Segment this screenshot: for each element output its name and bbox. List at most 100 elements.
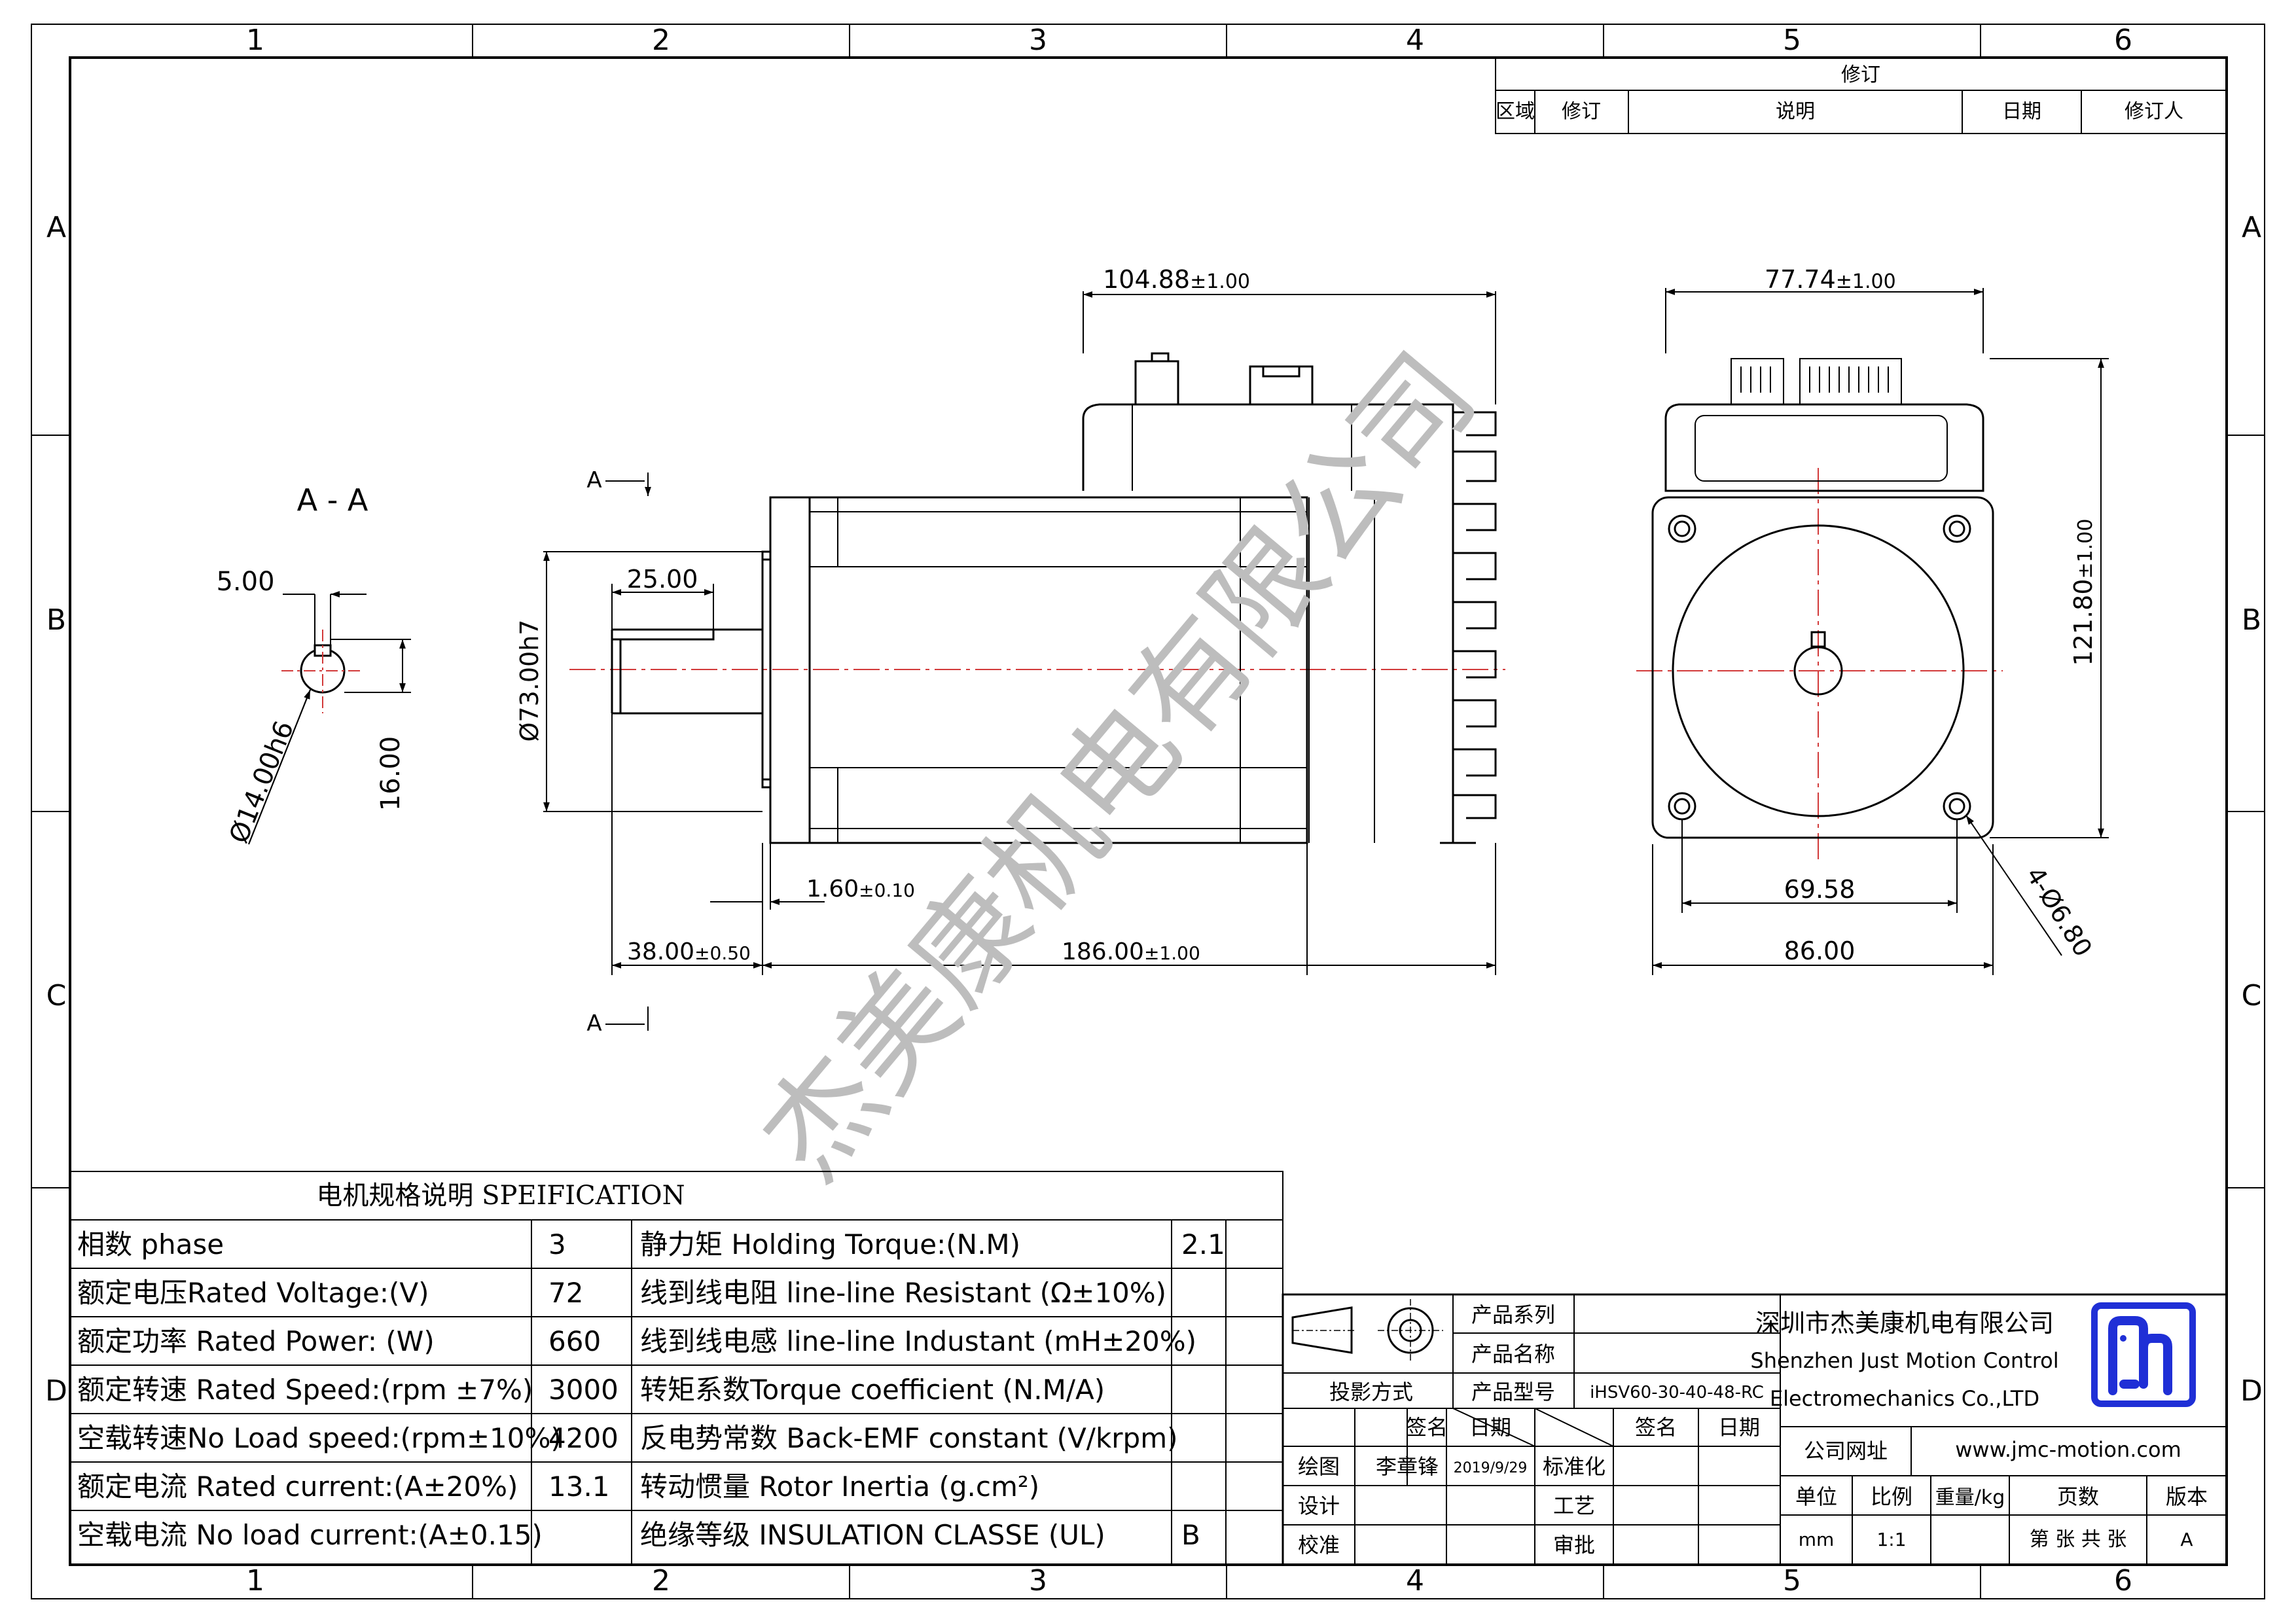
spec-title: 电机规格说明 SPEIFICATION — [316, 1181, 685, 1211]
zone-col-bottom-4: 4 — [1406, 1564, 1424, 1597]
date-label-2: 日期 — [1718, 1415, 1760, 1440]
key-flat — [611, 630, 715, 713]
spec-row-6-left-value: 13.1 — [548, 1471, 610, 1503]
product-model-label: 产品型号 — [1471, 1380, 1555, 1404]
spec-row-4-left-value: 3000 — [548, 1374, 619, 1406]
scale-label: 比例 — [1871, 1484, 1912, 1509]
dim-key-depth: 16.00 — [376, 736, 406, 812]
zone-col-top-3: 3 — [1029, 24, 1047, 57]
section-view-title: A - A — [297, 482, 368, 518]
front-bore-circle — [1672, 524, 1965, 817]
zone-col-bottom-6: 6 — [2114, 1564, 2132, 1597]
dim-width-top: 77.74±1.00 — [1765, 265, 1896, 294]
sign-label-2: 签名 — [1635, 1415, 1677, 1440]
revision-header-reviser: 修订人 — [2125, 100, 2183, 123]
dim-key-width: 5.00 — [216, 567, 274, 597]
zone-col-top-2: 2 — [652, 24, 670, 57]
zone-col-top-4: 4 — [1406, 24, 1424, 57]
website-label: 公司网址 — [1804, 1438, 1888, 1463]
spec-row-3-right-label: 线到线电感 line-line Industant (mH±20%) — [640, 1325, 1196, 1357]
check-label: 校准 — [1298, 1533, 1340, 1558]
product-name-label: 产品名称 — [1471, 1342, 1555, 1366]
zone-row-left-D: D — [45, 1374, 67, 1408]
scale-value: 1:1 — [1876, 1529, 1906, 1550]
sign-label: 签名 — [1406, 1415, 1448, 1440]
revision-header-date: 日期 — [2002, 100, 2041, 123]
heatsink-fins — [1440, 411, 1497, 844]
spec-row-1-right-value: 2.1 — [1181, 1228, 1225, 1260]
watermark: 杰美康机电有限公司 — [736, 329, 1501, 1204]
spec-row-5-right-label: 反电势常数 Back-EMF constant (V/krpm) — [640, 1422, 1178, 1454]
dim-shaft-dia: Ø14.00h6 — [224, 717, 300, 847]
revision-table: 修订 区域 修订 说明 日期 修订人 — [1495, 57, 2227, 134]
dim-key-length: 25.00 — [627, 565, 698, 594]
product-model: iHSV60-30-40-48-RC — [1590, 1383, 1764, 1402]
zone-row-left-A: A — [46, 211, 66, 244]
unit-label: 单位 — [1795, 1484, 1837, 1509]
spec-row-7-right-label: 绝缘等级 INSULATION CLASSE (UL) — [640, 1519, 1105, 1551]
side-view: A A — [515, 265, 1505, 1037]
spec-row-5-left-label: 空载转速No Load speed:(rpm±10%) — [77, 1422, 562, 1454]
company-name-en-2: Electromechanics Co.,LTD — [1770, 1386, 2039, 1411]
spec-row-7-right-value: B — [1181, 1519, 1200, 1551]
dim-body-length: 186.00±1.00 — [1062, 938, 1200, 965]
product-series-label: 产品系列 — [1471, 1302, 1555, 1327]
spec-row-1-left-label: 相数 phase — [77, 1228, 224, 1260]
front-flange-square — [1651, 496, 1994, 839]
zone-col-bottom-3: 3 — [1029, 1564, 1047, 1597]
spec-row-2-left-label: 额定电压Rated Voltage:(V) — [77, 1277, 429, 1309]
section-marker-top: A — [586, 467, 648, 496]
zone-row-right-C: C — [2242, 979, 2262, 1012]
pages-label: 页数 — [2057, 1484, 2099, 1509]
mounting-holes — [1668, 514, 1971, 821]
draw-date: 2019/9/29 — [1454, 1460, 1528, 1476]
zone-col-top-5: 5 — [1783, 24, 1801, 57]
dim-flange: 1.60±0.10 — [806, 876, 915, 902]
spec-row-3-left-value: 660 — [548, 1325, 601, 1357]
dim-shaft-length: 38.00±0.50 — [627, 938, 751, 965]
projection-label: 投影方式 — [1329, 1380, 1413, 1404]
zone-col-bottom-2: 2 — [652, 1564, 670, 1597]
title-block: 产品系列 产品名称 投影方式 产品型号 iHSV60-30-40-48-RC 签… — [1282, 1293, 2228, 1566]
process-label: 工艺 — [1553, 1493, 1595, 1518]
spec-row-1-right-label: 静力矩 Holding Torque:(N.M) — [640, 1228, 1020, 1260]
zone-col-bottom-1: 1 — [246, 1564, 264, 1597]
website[interactable]: www.jmc-motion.com — [1955, 1437, 2181, 1462]
company-name-en-1: Shenzhen Just Motion Control — [1750, 1348, 2058, 1373]
approve-label: 审批 — [1553, 1533, 1595, 1558]
zone-row-right-D: D — [2240, 1374, 2263, 1408]
dim-pilot-dia: Ø73.00h7 — [515, 620, 544, 742]
connector-2 — [1249, 365, 1314, 404]
pages-value: 第 张 共 张 — [2030, 1528, 2127, 1551]
dim-width: 86.00 — [1784, 936, 1856, 965]
zone-row-right-B: B — [2242, 603, 2261, 637]
section-marker-bottom-label: A — [586, 1010, 601, 1037]
front-view: 77.74±1.00 121.80±1.00 69.58 86.00 4-Ø6.… — [1636, 265, 2109, 975]
zone-col-top-1: 1 — [246, 24, 264, 57]
revision-header-area: 区域 — [1496, 100, 1535, 123]
revision-title: 修订 — [1841, 63, 1880, 86]
unit-value: mm — [1799, 1529, 1835, 1550]
spec-row-3-left-label: 额定功率 Rated Power: (W) — [77, 1325, 435, 1357]
section-centerlines — [281, 630, 364, 713]
front-view-centerlines — [1636, 468, 2003, 864]
spec-row-1-left-value: 3 — [548, 1228, 566, 1260]
draw-label: 绘图 — [1298, 1454, 1340, 1479]
section-view: A - A 5.00 16.00 Ø14.00h6 — [216, 482, 411, 847]
zone-row-left-B: B — [46, 603, 66, 637]
dim-holes-leader — [1965, 815, 2062, 956]
zone-row-right-A: A — [2242, 211, 2261, 244]
standard-label: 标准化 — [1543, 1454, 1605, 1479]
section-marker-top-label: A — [586, 467, 601, 493]
spec-row-7-left-label: 空载电流 No load current:(A±0.15) — [77, 1519, 543, 1551]
zone-labels: 1 2 3 4 5 6 1 2 3 4 5 6 A B C D A B C D — [45, 24, 2263, 1597]
version-label: 版本 — [2166, 1484, 2208, 1509]
spec-row-6-right-label: 转动惯量 Rotor Inertia (g.cm²) — [640, 1471, 1039, 1503]
driver-box — [1082, 403, 1454, 491]
company-name-cn: 深圳市杰美康机电有限公司 — [1755, 1309, 2054, 1338]
spec-table: 电机规格说明 SPEIFICATION 相数 phase 3 静力矩 Holdi… — [69, 1171, 1283, 1565]
zone-col-bottom-5: 5 — [1783, 1564, 1801, 1597]
dim-top-length: 104.88±1.00 — [1103, 265, 1250, 294]
company-logo-icon — [2091, 1302, 2196, 1407]
